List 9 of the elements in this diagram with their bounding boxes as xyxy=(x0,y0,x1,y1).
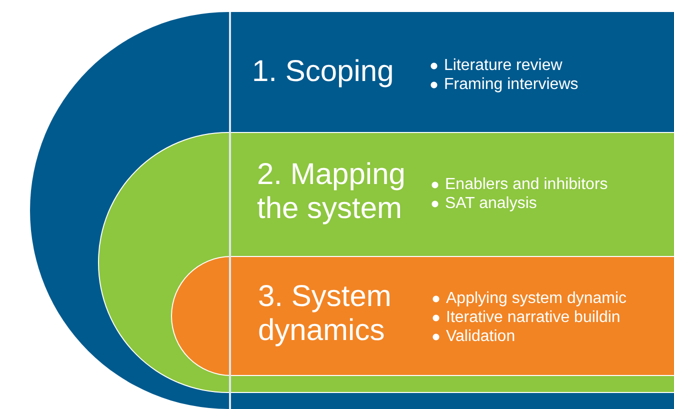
bullet-item: Framing interviews xyxy=(430,75,578,94)
stage-band xyxy=(171,256,674,376)
stage-band xyxy=(30,12,674,409)
stage-title: 1. Scoping xyxy=(252,55,395,89)
stage-title: 3. System dynamics xyxy=(258,280,392,348)
stage-title: 2. Mapping the system xyxy=(257,158,406,226)
bullet-item: Applying system dynamic xyxy=(432,289,627,308)
bullet-item: SAT analysis xyxy=(431,194,537,213)
stage-band xyxy=(98,132,674,393)
